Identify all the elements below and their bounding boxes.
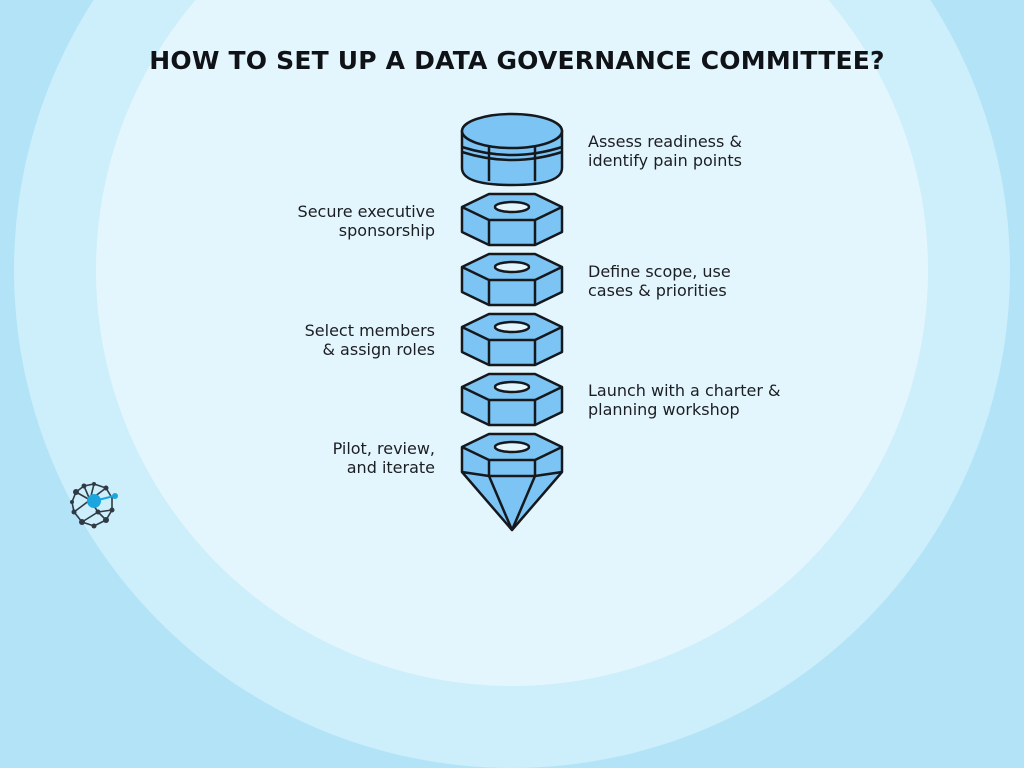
hex-nut-icon xyxy=(460,372,564,427)
step-label-5: Launch with a charter &planning workshop xyxy=(588,381,781,419)
step-label-1: Assess readiness &identify pain points xyxy=(588,132,742,170)
step-label-4: Select members& assign roles xyxy=(304,321,435,359)
hex-nut-icon xyxy=(460,312,564,367)
bolt-tip-icon xyxy=(460,432,564,532)
step-label-6: Pilot, review,and iterate xyxy=(332,439,435,477)
hex-nut-icon xyxy=(460,192,564,247)
network-logo-icon xyxy=(70,482,118,529)
page-title: HOW TO SET UP A DATA GOVERNANCE COMMITTE… xyxy=(149,46,885,75)
bolt-head-icon xyxy=(460,112,564,187)
bolt-diagram xyxy=(460,112,564,532)
hex-nut-icon xyxy=(460,252,564,307)
